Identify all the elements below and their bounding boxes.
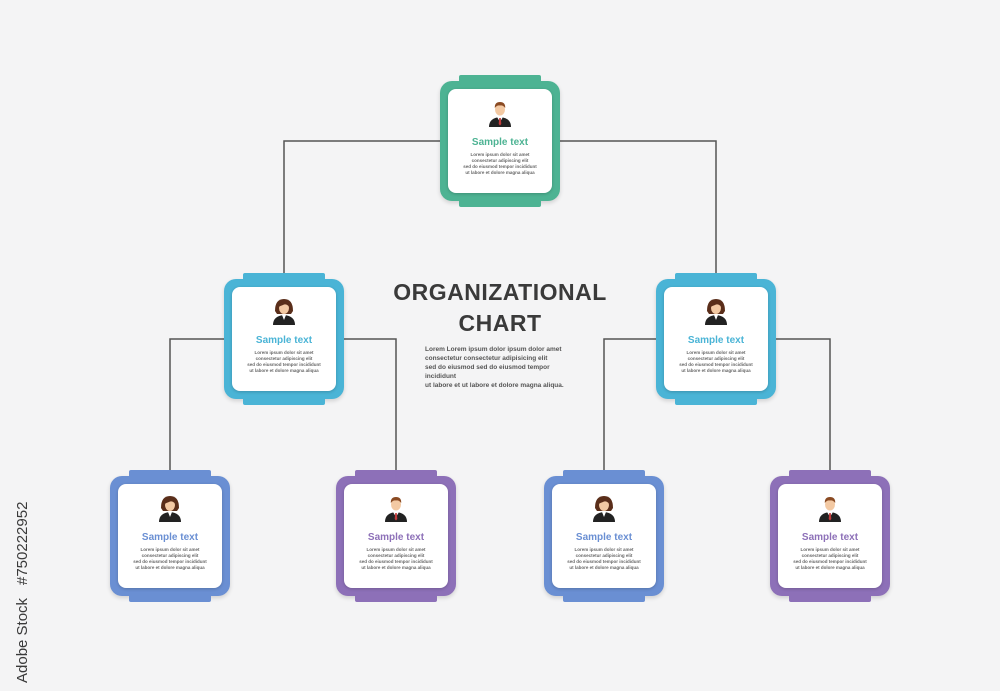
node-tab-top (129, 470, 211, 480)
edge-right-manager-staff-3 (603, 338, 658, 478)
edge-left-manager-staff-1 (169, 338, 226, 478)
node-description: Lorem ipsum dolor sit amet consectetur a… (133, 547, 207, 570)
org-node-right-manager[interactable]: Sample text Lorem ipsum dolor sit amet c… (656, 273, 776, 405)
node-title: Sample text (471, 137, 529, 148)
node-tab-bottom (563, 592, 645, 602)
node-description: Lorem ipsum dolor sit amet consectetur a… (567, 547, 641, 570)
woman-avatar-icon (593, 496, 615, 522)
edge-right-manager-staff-4 (774, 338, 831, 478)
node-tab-top (243, 273, 325, 283)
org-node-staff-4[interactable]: Sample text Lorem ipsum dolor sit amet c… (770, 470, 890, 602)
woman-avatar-icon (273, 299, 295, 325)
org-node-left-manager[interactable]: Sample text Lorem ipsum dolor sit amet c… (224, 273, 344, 405)
node-card: Sample text Lorem ipsum dolor sit amet c… (664, 287, 768, 391)
node-tab-top (675, 273, 757, 283)
node-tab-bottom (129, 592, 211, 602)
node-card: Sample text Lorem ipsum dolor sit amet c… (232, 287, 336, 391)
org-node-staff-3[interactable]: Sample text Lorem ipsum dolor sit amet c… (544, 470, 664, 602)
node-description: Lorem ipsum dolor sit amet consectetur a… (247, 350, 321, 373)
node-tab-bottom (789, 592, 871, 602)
node-title: Sample text (141, 532, 199, 543)
node-description: Lorem ipsum dolor sit amet consectetur a… (679, 350, 753, 373)
edge-left-manager-staff-2 (342, 338, 397, 478)
node-description: Lorem ipsum dolor sit amet consectetur a… (359, 547, 433, 570)
node-card: Sample text Lorem ipsum dolor sit amet c… (778, 484, 882, 588)
woman-avatar-icon (159, 496, 181, 522)
node-description: Lorem ipsum dolor sit amet consectetur a… (793, 547, 867, 570)
node-card: Sample text Lorem ipsum dolor sit amet c… (118, 484, 222, 588)
node-tab-top (459, 75, 541, 85)
node-description: Lorem ipsum dolor sit amet consectetur a… (463, 152, 537, 175)
chart-title: ORGANIZATIONAL CHART (393, 279, 607, 336)
edge-ceo-right-manager (559, 140, 717, 281)
node-tab-top (563, 470, 645, 480)
node-tab-top (355, 470, 437, 480)
org-node-staff-1[interactable]: Sample text Lorem ipsum dolor sit amet c… (110, 470, 230, 602)
node-title: Sample text (801, 532, 859, 543)
node-title: Sample text (367, 532, 425, 543)
chart-description: Lorem Lorem ipsum dolor ipsum dolor amet… (425, 346, 564, 389)
man-avatar-icon (819, 497, 841, 522)
node-title: Sample text (687, 335, 745, 346)
node-tab-bottom (243, 395, 325, 405)
node-tab-bottom (355, 592, 437, 602)
watermark-id: #750222952 (14, 502, 31, 585)
woman-avatar-icon (705, 299, 727, 325)
node-tab-top (789, 470, 871, 480)
man-avatar-icon (489, 102, 511, 127)
node-title: Sample text (575, 532, 633, 543)
node-title: Sample text (255, 335, 313, 346)
edge-ceo-left-manager (283, 140, 441, 281)
node-tab-bottom (675, 395, 757, 405)
man-avatar-icon (385, 497, 407, 522)
node-card: Sample text Lorem ipsum dolor sit amet c… (552, 484, 656, 588)
node-tab-bottom (459, 197, 541, 207)
org-node-staff-2[interactable]: Sample text Lorem ipsum dolor sit amet c… (336, 470, 456, 602)
node-card: Sample text Lorem ipsum dolor sit amet c… (448, 89, 552, 193)
stock-watermark: Adobe Stock #750222952 (14, 502, 31, 683)
watermark-brand: Adobe Stock (14, 597, 31, 683)
org-node-ceo[interactable]: Sample text Lorem ipsum dolor sit amet c… (440, 75, 560, 207)
node-card: Sample text Lorem ipsum dolor sit amet c… (344, 484, 448, 588)
